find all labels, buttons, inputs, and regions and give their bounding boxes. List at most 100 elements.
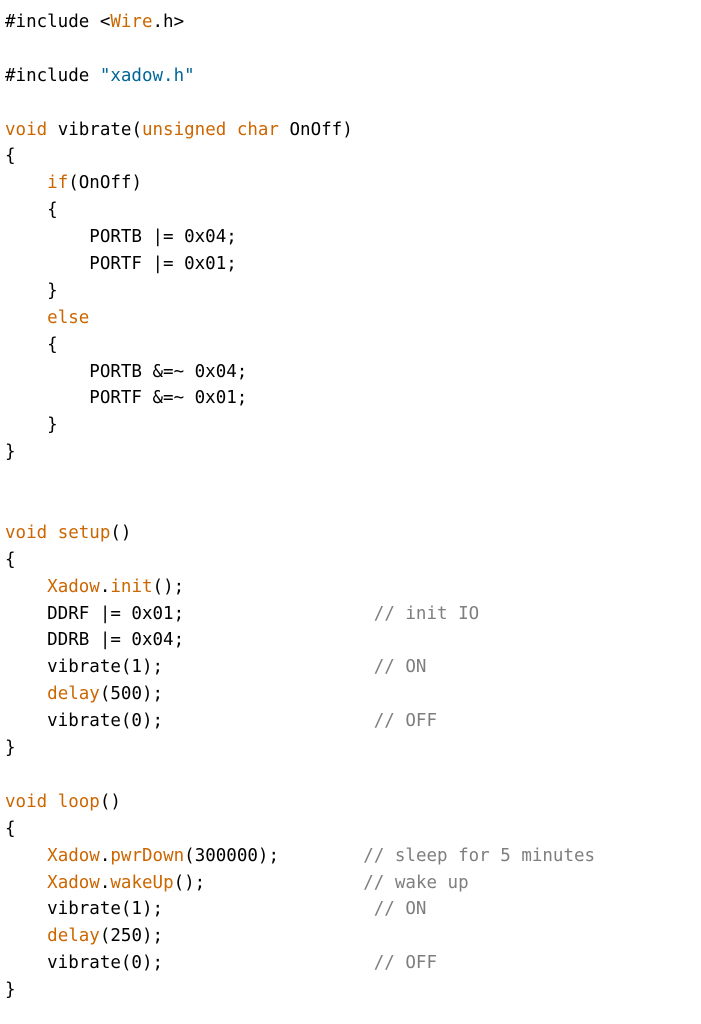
code-token-keyword: unsigned	[141, 119, 227, 140]
code-line: }	[5, 735, 595, 762]
code-token-default: {	[5, 200, 58, 221]
code-token-default	[5, 173, 47, 193]
code-token-comment: // init IO	[373, 603, 480, 624]
code-token-keyword: setup	[57, 522, 111, 543]
code-token-keyword: init	[110, 576, 153, 597]
code-token-comment: // OFF	[373, 711, 437, 732]
code-token-keyword: void	[5, 522, 48, 543]
code-token-default: vibrate(1);	[5, 899, 164, 920]
code-token-comment: // wake up	[363, 872, 469, 893]
code-token-default: PORTF &=~ 0x01;	[5, 388, 248, 409]
code-token-default: {	[5, 818, 16, 839]
code-token-string: "xadow.h"	[99, 65, 195, 86]
code-token-default: }	[5, 442, 16, 463]
code-token-default: OnOff)	[278, 119, 353, 140]
code-line: #include "xadow.h"	[5, 63, 595, 90]
code-line: delay(500);	[5, 681, 595, 708]
code-token-default: }	[5, 980, 16, 1001]
code-line	[5, 90, 595, 117]
code-line: void setup()	[5, 520, 595, 547]
code-line: vibrate(0); // OFF	[5, 708, 595, 735]
code-token-default: }	[5, 415, 58, 436]
code-token-keyword: else	[47, 307, 90, 328]
code-token-default: (250);	[99, 926, 164, 947]
code-token-default: }	[5, 738, 16, 759]
code-line: Xadow.wakeUp(); // wake up	[5, 870, 595, 897]
code-line: PORTB |= 0x04;	[5, 224, 595, 251]
code-token-comment: // sleep for 5 minutes	[363, 845, 596, 866]
code-line: vibrate(1); // ON	[5, 896, 595, 923]
code-line: PORTF |= 0x01;	[5, 251, 595, 278]
code-token-keyword: Xadow	[47, 845, 100, 866]
code-token-keyword: void	[5, 791, 48, 812]
code-token-keyword: char	[236, 119, 279, 140]
code-line: else	[5, 305, 595, 332]
code-token-default: PORTF |= 0x01;	[5, 254, 237, 275]
code-token-keyword: if	[47, 173, 69, 194]
code-token-default	[163, 657, 374, 677]
code-line: vibrate(0); // OFF	[5, 950, 595, 977]
code-line: PORTB &=~ 0x04;	[5, 359, 595, 386]
code-line: delay(250);	[5, 923, 595, 950]
code-token-default: (300000);	[184, 845, 279, 866]
code-token-default: .	[99, 872, 111, 893]
code-line: {	[5, 332, 595, 359]
code-line: DDRB |= 0x04;	[5, 627, 595, 654]
code-token-default: (OnOff)	[68, 173, 142, 194]
code-token-keyword: loop	[57, 791, 100, 812]
code-token-keyword: Wire	[110, 12, 153, 32]
code-token-comment: // ON	[373, 899, 427, 920]
code-token-default	[226, 120, 237, 140]
code-line: void loop()	[5, 789, 595, 816]
code-token-default: PORTB &=~ 0x04;	[5, 361, 248, 382]
code-token-default: vibrate(0);	[5, 953, 164, 974]
code-line: {	[5, 197, 595, 224]
code-token-default: DDRB |= 0x04;	[5, 630, 185, 651]
code-token-default	[5, 873, 47, 893]
code-line: {	[5, 143, 595, 170]
code-token-default	[5, 846, 47, 866]
code-token-default	[47, 792, 58, 812]
code-token-keyword: Xadow	[47, 872, 100, 893]
code-token-default: {	[5, 334, 58, 355]
code-token-default: {	[5, 549, 16, 570]
code-line: }	[5, 278, 595, 305]
code-line: }	[5, 412, 595, 439]
code-line: }	[5, 439, 595, 466]
code-line	[5, 762, 595, 789]
code-token-default: ();	[152, 576, 185, 597]
code-token-default	[163, 899, 374, 919]
code-token-default: ();	[173, 872, 206, 893]
code-token-default	[5, 926, 47, 946]
code-line: void vibrate(unsigned char OnOff)	[5, 117, 595, 144]
code-token-keyword: void	[5, 119, 48, 140]
code-token-default: .	[99, 576, 111, 597]
code-token-default: DDRF |= 0x01;	[5, 603, 185, 624]
code-line: vibrate(1); // ON	[5, 654, 595, 681]
code-token-keyword: Xadow	[47, 576, 100, 597]
code-line	[5, 466, 595, 493]
code-token-keyword: delay	[47, 926, 100, 947]
code-token-keyword: pwrDown	[110, 845, 185, 866]
code-line: PORTF &=~ 0x01;	[5, 385, 595, 412]
code-token-default	[163, 711, 374, 731]
code-line	[5, 36, 595, 63]
code-line: #include <Wire.h>	[5, 9, 595, 36]
code-token-default	[279, 846, 363, 866]
code-token-default: .h>	[152, 12, 185, 32]
code-token-default	[5, 684, 47, 704]
code-token-comment: // ON	[373, 657, 427, 678]
code-token-default: #include	[5, 65, 100, 86]
code-line: Xadow.init();	[5, 574, 595, 601]
code-line: DDRF |= 0x01; // init IO	[5, 601, 595, 628]
code-token-default: vibrate(	[47, 119, 142, 140]
code-token-default: PORTB |= 0x04;	[5, 227, 237, 248]
code-token-default	[5, 308, 47, 328]
code-token-default: (500);	[99, 684, 164, 705]
code-token-default: vibrate(0);	[5, 711, 164, 732]
code-token-keyword: wakeUp	[110, 872, 174, 893]
code-token-default: #include <	[5, 12, 111, 32]
code-token-default	[205, 873, 363, 893]
code-listing: #include <Wire.h> #include "xadow.h" void …	[5, 9, 595, 1004]
code-line	[5, 493, 595, 520]
